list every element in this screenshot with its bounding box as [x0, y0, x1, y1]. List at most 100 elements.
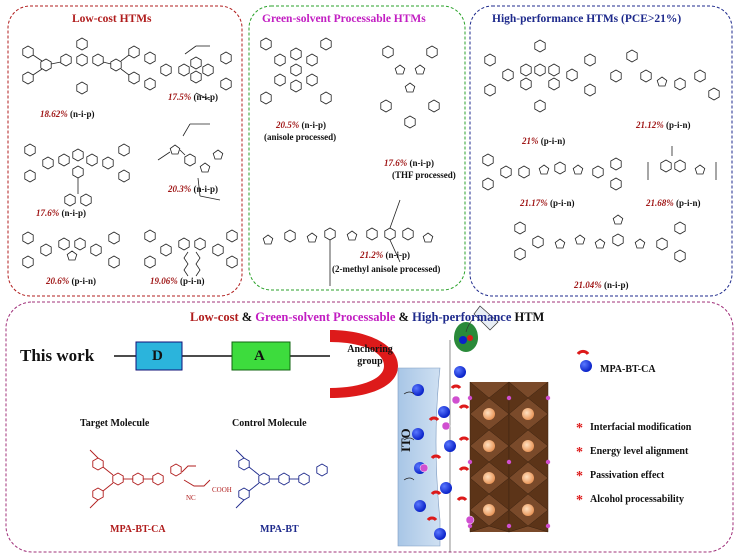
headline-green: Green-solvent Processable — [255, 310, 396, 324]
low-cost-molecule-1 — [22, 37, 140, 95]
device-type: (n-i-p) — [70, 109, 95, 119]
low-cost-molecule-2 — [144, 45, 232, 101]
headline-high: High-performance — [412, 310, 512, 324]
low-cost-label-4: 20.3% (n-i-p) — [168, 184, 218, 195]
donor-box — [135, 341, 183, 371]
panel-low-cost-frame — [7, 5, 243, 297]
ito-layer — [397, 367, 441, 547]
high-label-4: 21.68% (p-i-n) — [646, 198, 701, 209]
panel-green-frame — [248, 5, 466, 291]
htm-molecules — [403, 366, 475, 540]
device-type: (p-i-n) — [540, 136, 566, 146]
low-cost-label-2: 17.5% (n-i-p) — [168, 92, 218, 103]
panel-high-frame — [469, 5, 733, 297]
target-molecule-structure — [89, 449, 211, 509]
green-note-3: (2-methyl anisole processed) — [332, 264, 441, 274]
feature-4: Alcohol processability — [590, 494, 684, 505]
green-molecule-3 — [262, 199, 434, 286]
device-type: (n-i-p) — [385, 250, 411, 260]
low-cost-label-5: 20.6% (p-i-n) — [46, 276, 96, 287]
pce-value: 20.6% — [46, 276, 70, 286]
anchoring-group-label: Anchoring group — [347, 344, 393, 367]
high-label-1: 21% (p-i-n) — [522, 136, 565, 147]
ito-label: ITO — [398, 428, 413, 452]
anchoring-group-shape — [330, 330, 398, 398]
pce-value: 17.6% — [384, 158, 408, 168]
feature-3: Passivation effect — [590, 470, 665, 481]
pce-value: 20.3% — [168, 184, 192, 194]
green-label-1: 20.5% (n-i-p) — [276, 120, 326, 131]
panel-green-title: Green-solvent Processable HTMs — [262, 13, 426, 25]
green-label-3: 21.2% (n-i-p) — [360, 250, 410, 261]
cn-label: NC — [186, 494, 196, 502]
low-cost-molecule-5 — [22, 231, 120, 269]
low-cost-molecule-4 — [157, 123, 224, 201]
acceptor-label: A — [254, 348, 265, 364]
panel-high-title: High-performance HTMs (PCE>21%) — [492, 13, 682, 25]
control-molecule-title: Control Molecule — [232, 418, 307, 429]
high-molecule-4 — [647, 146, 717, 180]
green-note-1: (anisole processed) — [264, 132, 337, 142]
control-molecule-structure — [235, 449, 328, 509]
headline-low-cost: Low-cost — [190, 310, 239, 324]
alcohol-droplet — [454, 305, 499, 352]
feature-2: Energy level alignment — [590, 446, 689, 457]
pce-value: 21.12% — [636, 120, 664, 130]
device-type: (n-i-p) — [193, 184, 219, 194]
low-cost-label-6: 19.06% (p-i-n) — [150, 276, 205, 287]
cooh-label: COOH — [212, 486, 232, 494]
legend-label: MPA-BT-CA — [600, 364, 656, 375]
high-label-3: 21.17% (p-i-n) — [520, 198, 575, 209]
device-type: (n-i-p) — [409, 158, 435, 168]
target-molecule-title: Target Molecule — [80, 418, 150, 429]
green-note-2: (THF processed) — [392, 170, 456, 180]
pce-value: 17.5% — [168, 92, 192, 102]
target-molecule-name: MPA-BT-CA — [110, 524, 166, 535]
feature-stars: * * * * — [576, 421, 583, 508]
device-type: (p-i-n) — [550, 198, 575, 208]
legend-molecule-icon — [576, 349, 592, 372]
pce-value: 20.5% — [276, 120, 300, 130]
svg-text:*: * — [576, 421, 583, 436]
device-type: (p-i-n) — [180, 276, 205, 286]
donor-label: D — [152, 348, 163, 364]
panel-bottom-frame — [5, 301, 734, 553]
device-type: (n-i-p) — [193, 92, 219, 102]
this-work-label: This work — [20, 346, 95, 365]
device-type: (n-i-p) — [301, 120, 327, 130]
green-molecule-2 — [380, 45, 440, 129]
pce-value: 21.17% — [520, 198, 548, 208]
high-molecule-3 — [482, 153, 622, 191]
pce-value: 21.68% — [646, 198, 674, 208]
pce-value: 21.04% — [574, 280, 602, 290]
acceptor-box — [231, 341, 291, 371]
svg-text:*: * — [576, 469, 583, 484]
device-type: (n-i-p) — [604, 280, 629, 290]
svg-text:*: * — [576, 493, 583, 508]
pce-value: 19.06% — [150, 276, 178, 286]
headline-amp-2: & — [395, 310, 413, 324]
low-cost-molecule-6 — [144, 229, 238, 277]
green-molecule-1 — [260, 37, 332, 105]
high-molecule-5 — [514, 214, 686, 263]
device-type: (p-i-n) — [666, 120, 691, 130]
feature-1: Interfacial modification — [590, 422, 692, 433]
low-cost-label-3: 17.6% (n-i-p) — [36, 208, 86, 219]
pce-value: 17.6% — [36, 208, 60, 218]
control-molecule-name: MPA-BT — [260, 524, 299, 535]
low-cost-label-1: 18.62% (n-i-p) — [40, 109, 95, 120]
device-type: (n-i-p) — [61, 208, 87, 218]
device-type: (p-i-n) — [676, 198, 701, 208]
green-label-2: 17.6% (n-i-p) — [384, 158, 434, 169]
headline-amp-1: & — [238, 310, 256, 324]
high-molecule-2 — [610, 49, 720, 101]
headline-htm: HTM — [511, 310, 545, 324]
panel-low-cost-title: Low-cost HTMs — [72, 13, 152, 25]
high-label-5: 21.04% (n-i-p) — [574, 280, 629, 291]
perovskite-lattice — [467, 381, 551, 533]
bottom-headline: Low-cost & Green-solvent Processable & H… — [190, 310, 544, 324]
pce-value: 21.2% — [360, 250, 384, 260]
pce-value: 21% — [522, 136, 539, 146]
low-cost-molecule-3 — [24, 143, 130, 207]
